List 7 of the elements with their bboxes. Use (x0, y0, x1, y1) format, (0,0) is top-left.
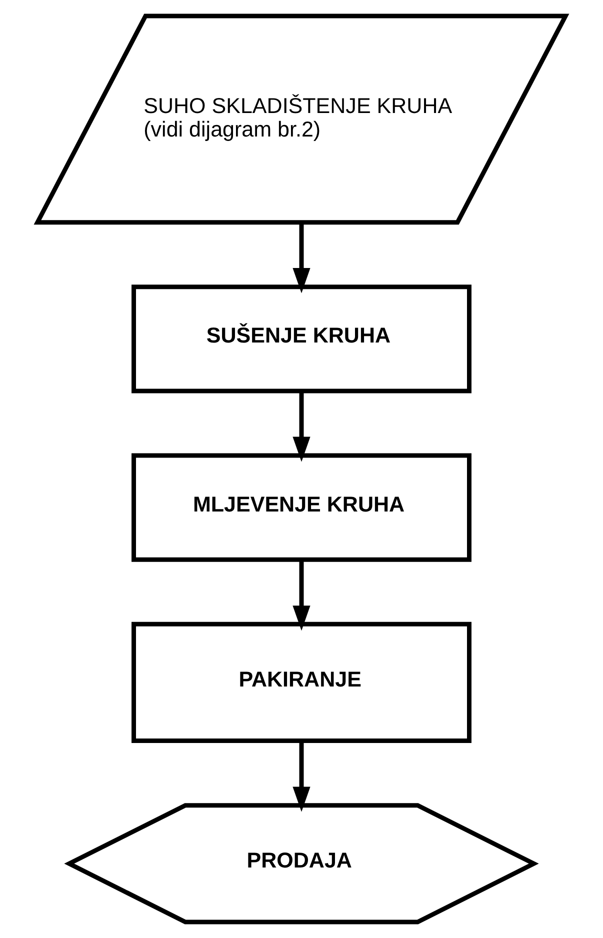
node-box: MLJEVENJE KRUHA (132, 453, 472, 562)
arrow (292, 222, 310, 294)
arrow (292, 740, 310, 812)
arrow (292, 560, 310, 631)
arrow (292, 391, 310, 462)
node-box: PAKIRANJE (132, 622, 472, 744)
node-box: SUŠENJE KRUHA (132, 284, 472, 394)
